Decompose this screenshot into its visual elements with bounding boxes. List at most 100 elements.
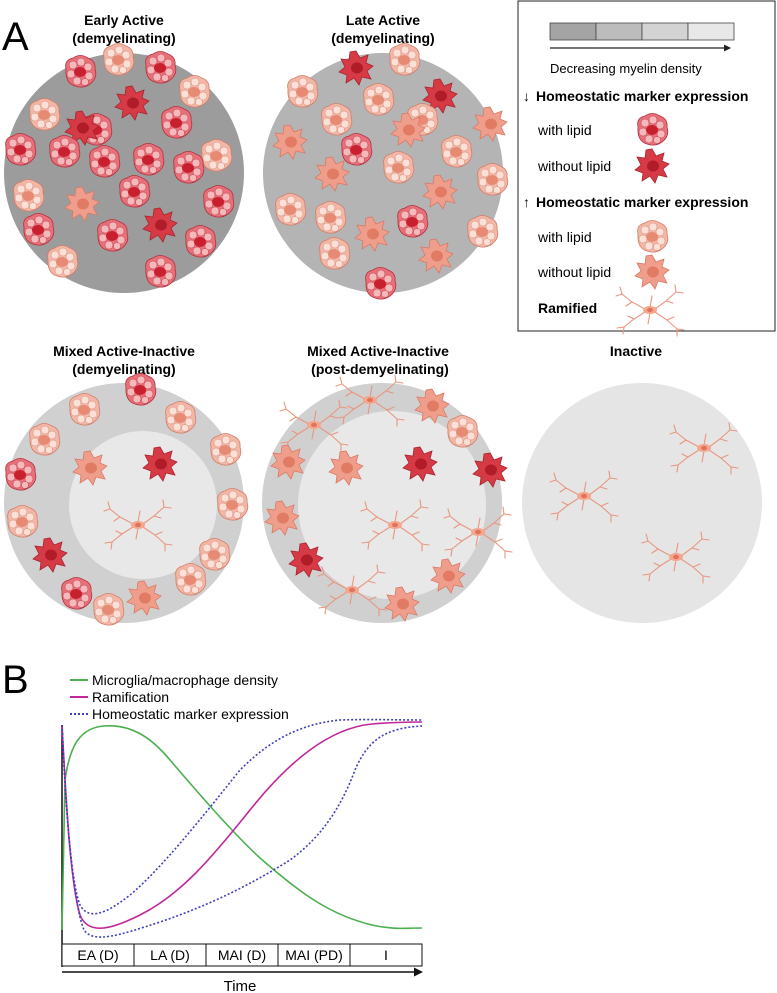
- pink-lipid-cell-icon: [363, 83, 395, 116]
- density-label: Decreasing myelin density: [550, 61, 702, 76]
- red-lipid-cell-icon: [23, 213, 55, 246]
- legend-down-arrow: ↓: [523, 88, 530, 104]
- red-lipid-cell-icon: [97, 219, 129, 252]
- pink-lipid-cell-icon: [217, 488, 249, 521]
- legend-label-ramified: Ramified: [538, 300, 597, 316]
- early-active-title-2: (demyelinating): [72, 30, 175, 46]
- pink-lipid-cell-icon: [389, 43, 421, 76]
- pink-lipid-cell-icon: [637, 220, 669, 253]
- pink-lipid-cell-icon: [29, 423, 61, 456]
- pink-lipid-cell-icon: [29, 98, 61, 131]
- red-amoeboid-cell-icon: [634, 148, 670, 184]
- panel-a-letter: A: [2, 15, 29, 59]
- mai-d-title-1: Mixed Active-Inactive: [53, 343, 195, 359]
- legend-heading-up: Homeostatic marker expression: [536, 194, 748, 210]
- mai-pd-title-1: Mixed Active-Inactive: [307, 343, 449, 359]
- stage-table-border: [61, 943, 423, 967]
- stage-mai-d: MAI (D): [218, 947, 266, 963]
- late-active-title-2: (demyelinating): [331, 30, 434, 46]
- stage-table: EA (D) LA (D) MAI (D) MAI (PD) I: [61, 943, 423, 967]
- pink-amoeboid-cell-icon: [634, 254, 670, 290]
- stage-i: I: [384, 947, 388, 963]
- pink-lipid-cell-icon: [467, 215, 499, 248]
- pink-lipid-cell-icon: [287, 75, 319, 108]
- pink-lipid-cell-icon: [13, 179, 45, 212]
- red-lipid-cell-icon: [61, 577, 93, 610]
- ramified-cell-icon: [615, 284, 685, 337]
- red-lipid-cell-icon: [365, 267, 397, 300]
- density-swatches: [549, 22, 735, 41]
- curves: [61, 718, 423, 938]
- legend-border: [517, 0, 776, 332]
- density-arrow-head: [724, 44, 731, 52]
- x-axis-label: Time: [224, 978, 257, 993]
- red-lipid-cell-icon: [5, 133, 37, 166]
- pink-lipid-cell-icon: [383, 151, 415, 184]
- red-lipid-cell-icon: [89, 145, 121, 178]
- legend-heading-down: Homeostatic marker expression: [536, 88, 748, 104]
- homeostatic-curve-lower: [61, 724, 423, 938]
- pink-lipid-cell-icon: [103, 43, 135, 76]
- inactive-title: Inactive: [610, 343, 662, 359]
- time-arrow-head: [414, 967, 423, 977]
- legend-up-arrow: ↑: [523, 194, 530, 210]
- pink-lipid-cell-icon: [93, 593, 125, 626]
- red-lipid-cell-icon: [5, 458, 37, 491]
- pink-lipid-cell-icon: [179, 75, 211, 108]
- red-lipid-cell-icon: [185, 225, 217, 258]
- pink-lipid-cell-icon: [447, 415, 479, 448]
- red-lipid-cell-icon: [161, 106, 193, 139]
- late-active-title-1: Late Active: [346, 12, 420, 28]
- red-lipid-cell-icon: [65, 55, 97, 88]
- pink-lipid-cell-icon: [319, 237, 351, 270]
- legend-ramification-label: Ramification: [92, 689, 169, 705]
- pink-lipid-cell-icon: [201, 139, 233, 172]
- ramification-curve: [61, 721, 423, 929]
- red-lipid-cell-icon: [173, 151, 205, 184]
- homeostatic-curve-upper: [61, 718, 423, 915]
- inactive-lesion: [522, 383, 762, 623]
- legend-homeostatic-label: Homeostatic marker expression: [92, 706, 289, 722]
- mai-d-title-2: (demyelinating): [72, 361, 175, 377]
- red-lipid-cell-icon: [341, 133, 373, 166]
- pink-lipid-cell-icon: [175, 563, 207, 596]
- pink-lipid-cell-icon: [165, 401, 197, 434]
- pink-lipid-cell-icon: [47, 245, 79, 278]
- pink-lipid-cell-icon: [7, 505, 39, 538]
- legend-label-red-amoeboid: without lipid: [537, 158, 611, 174]
- pink-lipid-cell-icon: [477, 163, 509, 196]
- mai-pd-title-2: (post-demyelinating): [311, 361, 449, 377]
- density-swatch: [549, 22, 597, 41]
- pink-lipid-cell-icon: [441, 135, 473, 168]
- early-active-title-1: Early Active: [84, 12, 164, 28]
- legend-label-red-lipid: with lipid: [537, 122, 592, 138]
- pink-lipid-cell-icon: [69, 393, 101, 426]
- pink-lipid-cell-icon: [210, 433, 242, 466]
- red-lipid-cell-icon: [145, 51, 177, 84]
- red-lipid-cell-icon: [133, 143, 165, 176]
- density-swatch: [641, 22, 689, 41]
- stage-ea: EA (D): [77, 947, 118, 963]
- legend-density-label: Microglia/macrophage density: [92, 672, 278, 688]
- pink-lipid-cell-icon: [199, 538, 231, 571]
- red-lipid-cell-icon: [203, 185, 235, 218]
- stage-la: LA (D): [150, 947, 190, 963]
- red-lipid-cell-icon: [637, 113, 669, 146]
- pink-lipid-cell-icon: [275, 193, 307, 226]
- red-lipid-cell-icon: [397, 205, 429, 238]
- density-swatch: [595, 22, 643, 41]
- legend-label-pink-amoeboid: without lipid: [537, 264, 611, 280]
- red-lipid-cell-icon: [49, 135, 81, 168]
- mai-d-lesion-core: [69, 431, 217, 579]
- density-curve: [61, 725, 423, 931]
- legend-label-pink-lipid: with lipid: [537, 229, 592, 245]
- panel-a-legend: Decreasing myelin density ↓ Homeostatic …: [517, 0, 776, 337]
- pink-lipid-cell-icon: [315, 201, 347, 234]
- pink-lipid-cell-icon: [321, 103, 353, 136]
- stage-mai-pd: MAI (PD): [285, 947, 343, 963]
- panel-b-legend: Microglia/macrophage density Ramificatio…: [70, 672, 289, 722]
- red-lipid-cell-icon: [125, 373, 157, 406]
- red-lipid-cell-icon: [119, 175, 151, 208]
- red-lipid-cell-icon: [145, 255, 177, 288]
